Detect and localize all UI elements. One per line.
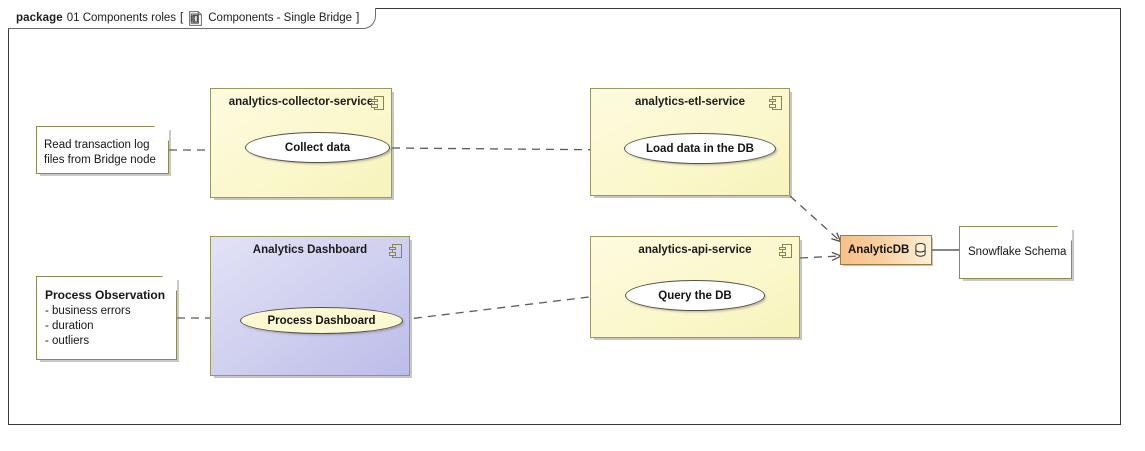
database-cylinder-icon	[915, 243, 926, 257]
usecase-label: Collect data	[284, 141, 351, 154]
usecase-collect-data[interactable]: Collect data	[245, 132, 390, 163]
usecase-load-data-in-the-db[interactable]: Load data in the DB	[624, 133, 776, 164]
usecase-label: Query the DB	[658, 289, 732, 302]
component-icon	[389, 244, 402, 258]
component-title: analytics-etl-service	[635, 96, 745, 108]
frame-bracket-close: ]	[356, 12, 360, 24]
component-icon	[371, 96, 384, 110]
usecase-query-the-db[interactable]: Query the DB	[625, 280, 765, 311]
usecase-label: Process Dashboard	[267, 314, 376, 327]
component-title: Analytics Dashboard	[252, 244, 368, 256]
component-analytics-etl-service[interactable]: analytics-etl-service Load data in the D…	[590, 88, 790, 196]
diagram-frame	[8, 8, 1121, 425]
note-process-observation: Process Observation- business errors- du…	[36, 276, 177, 360]
frame-bracket-open: [	[180, 12, 184, 24]
node-analyticdb[interactable]: AnalyticDB	[840, 235, 932, 265]
node-analyticdb-label: AnalyticDB	[848, 244, 910, 256]
usecase-label: Load data in the DB	[646, 142, 754, 155]
component-analytics-api-service[interactable]: analytics-api-service Query the DB	[590, 236, 800, 338]
component-icon	[769, 96, 782, 110]
frame-diagram-name: Components - Single Bridge	[208, 12, 353, 24]
component-title: analytics-api-service	[638, 244, 752, 256]
diagram-frame-header: package 01 Components roles [ Components…	[8, 8, 377, 29]
component-analytics-dashboard[interactable]: Analytics Dashboard Process Dashboard	[210, 236, 410, 376]
component-icon	[779, 244, 792, 258]
usecase-process-dashboard[interactable]: Process Dashboard	[240, 307, 403, 334]
package-diagram-icon	[189, 10, 203, 26]
component-title: analytics-collector-service	[228, 96, 374, 108]
frame-package-name: 01 Components roles	[66, 12, 177, 24]
note-snowflake-schema: Snowflake Schema	[959, 226, 1072, 279]
component-analytics-collector-service[interactable]: analytics-collector-service Collect data	[210, 88, 392, 198]
note-snowflake-schema-text: Snowflake Schema	[968, 246, 1067, 258]
frame-keyword: package	[16, 12, 63, 24]
note-process-observation-text: Process Observation- business errors- du…	[45, 288, 166, 347]
